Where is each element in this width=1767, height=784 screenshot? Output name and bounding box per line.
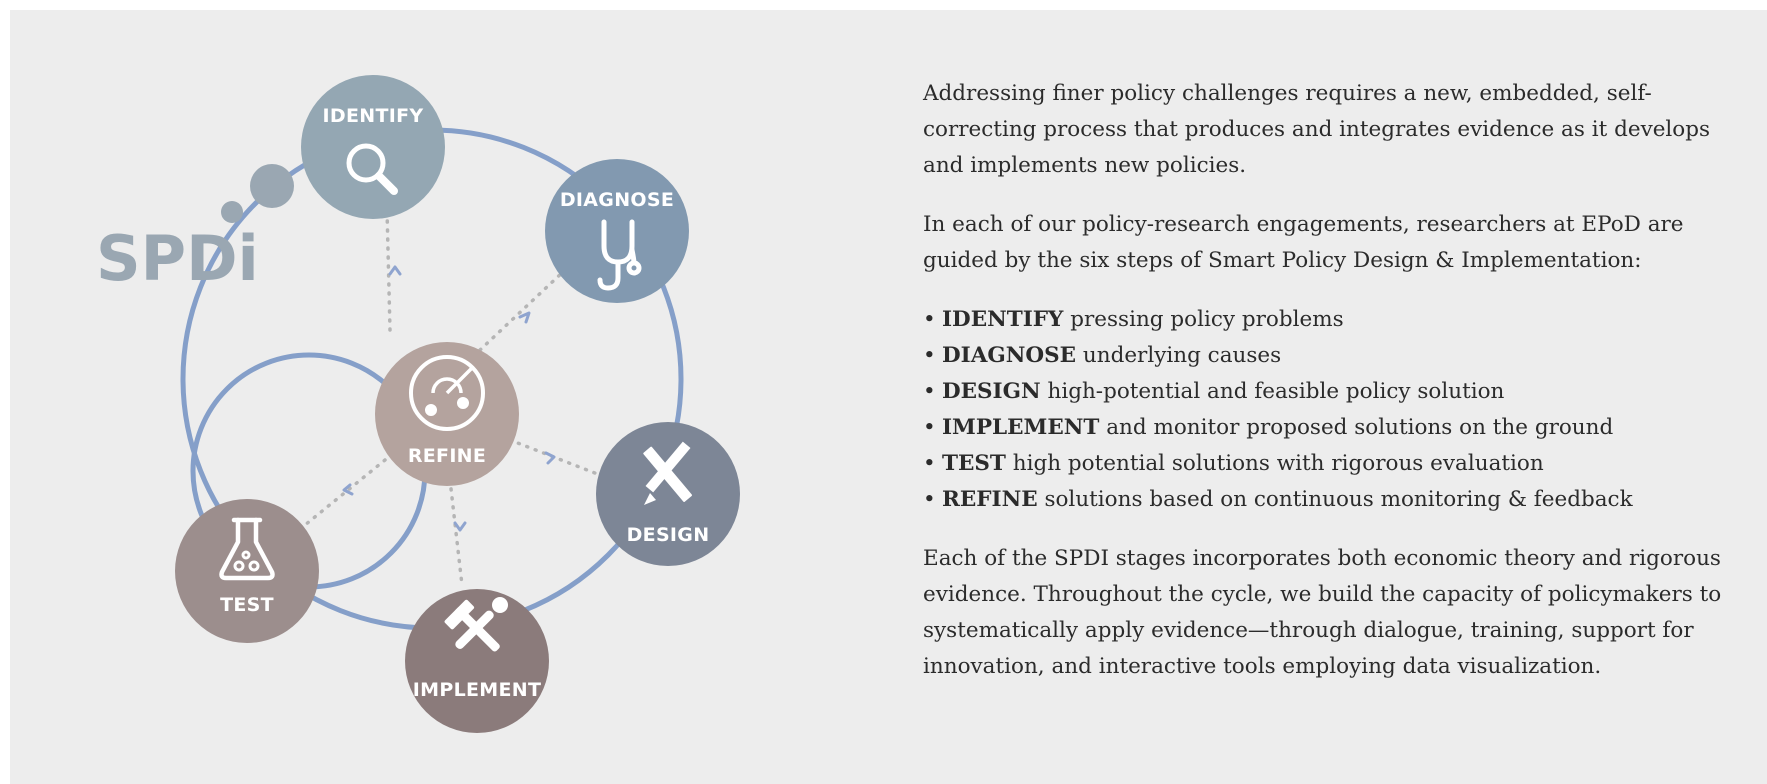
spoke-to-design: [508, 438, 602, 477]
node-implement-label: IMPLEMENT: [413, 679, 541, 701]
node-diagnose: DIAGNOSE: [545, 159, 689, 303]
node-refine-label: REFINE: [408, 445, 486, 467]
step-term: IMPLEMENT: [942, 415, 1100, 440]
step-description: and monitor proposed solutions on the gr…: [1099, 415, 1614, 440]
radar-icon: [409, 355, 485, 431]
step-term: IDENTIFY: [942, 307, 1064, 332]
step-term: REFINE: [942, 487, 1038, 512]
description-text: Addressing finer policy challenges requi…: [923, 76, 1723, 708]
spdi-logo: SPDi: [96, 164, 294, 295]
arrow-to-test: [342, 483, 354, 496]
arrow-to-design: [544, 451, 556, 465]
list-item: REFINE solutions based on continuous mon…: [923, 482, 1723, 518]
spoke-to-diagnose: [478, 268, 567, 352]
list-item: DESIGN high-potential and feasible polic…: [923, 374, 1723, 410]
refine-spokes: [303, 208, 602, 587]
node-identify-label: IDENTIFY: [323, 105, 424, 127]
arrow-up-identify: [388, 265, 402, 276]
logo-text: SPDi: [96, 222, 259, 295]
logo-bubble-large: [250, 164, 294, 208]
intro-paragraph: Addressing finer policy challenges requi…: [923, 81, 1711, 178]
node-design: DESIGN: [596, 422, 740, 566]
flask-icon: [219, 517, 275, 581]
step-term: DIAGNOSE: [942, 343, 1077, 368]
step-description: pressing policy problems: [1063, 307, 1344, 332]
spdi-cycle-diagram: SPDi IDENTIFY DIAGNOSE DESIGN: [96, 75, 740, 733]
node-design-label: DESIGN: [627, 524, 710, 546]
spoke-to-test: [303, 458, 387, 527]
step-term: TEST: [942, 451, 1006, 476]
node-test-label: TEST: [220, 594, 274, 616]
spoke-arrows: [342, 265, 556, 532]
steps-list: IDENTIFY pressing policy problems DIAGNO…: [923, 302, 1723, 518]
steps-intro-paragraph: In each of our policy-research engagemen…: [923, 212, 1684, 273]
arrow-to-diagnose: [518, 311, 531, 324]
step-description: underlying causes: [1076, 343, 1282, 368]
magnifier-icon: [346, 143, 398, 195]
pencil-ruler-icon: [643, 441, 692, 505]
spoke-to-identify: [385, 208, 392, 332]
step-term: DESIGN: [942, 379, 1041, 404]
logo-bubble-small: [221, 201, 243, 223]
step-description: high-potential and feasible policy solut…: [1040, 379, 1505, 404]
node-test: TEST: [175, 499, 319, 643]
spoke-to-implement: [448, 478, 464, 587]
content-panel: SPDi IDENTIFY DIAGNOSE DESIGN: [10, 10, 1767, 784]
list-item: TEST high potential solutions with rigor…: [923, 446, 1723, 482]
node-implement: IMPLEMENT: [405, 589, 549, 733]
node-refine: REFINE: [375, 342, 519, 486]
list-item: IMPLEMENT and monitor proposed solutions…: [923, 410, 1723, 446]
step-description: high potential solutions with rigorous e…: [1005, 451, 1544, 476]
closing-paragraph: Each of the SPDI stages incorporates bot…: [923, 546, 1722, 679]
step-description: solutions based on continuous monitoring…: [1037, 487, 1633, 512]
hammer-wrench-icon: [444, 597, 508, 652]
stethoscope-icon: [597, 219, 642, 291]
node-diagnose-label: DIAGNOSE: [560, 189, 674, 211]
node-identify: IDENTIFY: [301, 75, 445, 219]
list-item: DIAGNOSE underlying causes: [923, 338, 1723, 374]
arrow-down-implement: [453, 521, 467, 532]
list-item: IDENTIFY pressing policy problems: [923, 302, 1723, 338]
